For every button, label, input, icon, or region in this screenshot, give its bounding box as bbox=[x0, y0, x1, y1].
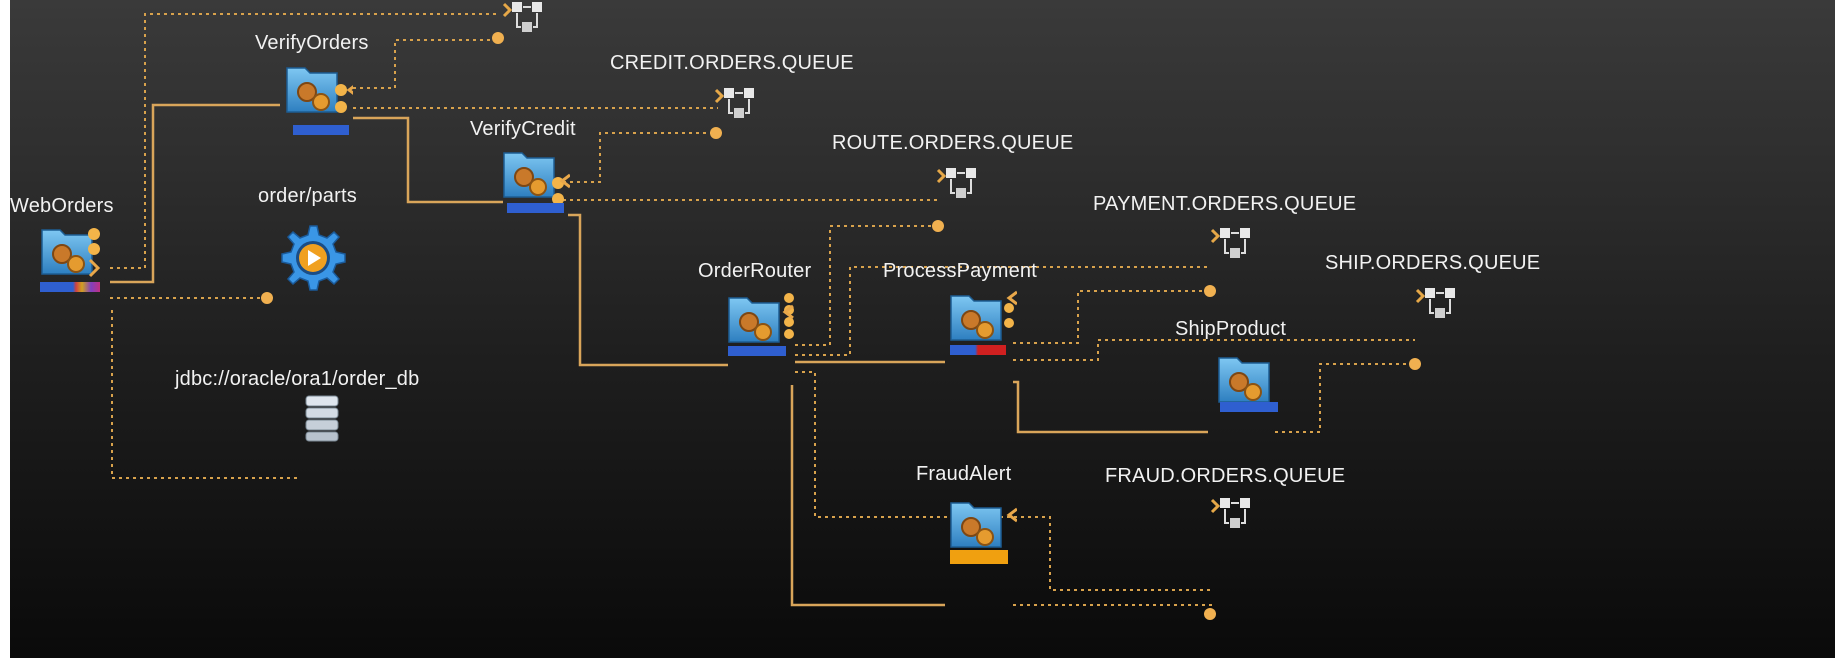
status-bar-verifyorders bbox=[293, 125, 349, 135]
wire-processpayment-paymentqueue-in[interactable] bbox=[1013, 290, 1215, 344]
wire-verifycredit-creditqueue-in[interactable] bbox=[563, 132, 720, 183]
wire-orderrouter-fraudqueue[interactable] bbox=[795, 371, 1210, 591]
gear-play-icon[interactable] bbox=[275, 220, 351, 296]
wire-weborders-database[interactable] bbox=[111, 310, 300, 479]
label-shipproduct: ShipProduct bbox=[1175, 318, 1287, 340]
diagram-stage: WebOrders VerifyOrders bbox=[10, 0, 1835, 658]
label-verifycredit: VerifyCredit bbox=[470, 118, 576, 140]
queue-icon-ship[interactable] bbox=[1415, 280, 1463, 328]
label-credit-queue: CREDIT.ORDERS.QUEUE bbox=[610, 52, 854, 74]
label-processpayment: ProcessPayment bbox=[883, 260, 1037, 282]
wire-orderrouter-routequeue-in[interactable] bbox=[795, 225, 938, 346]
wire-verifycredit-orderrouter[interactable] bbox=[568, 213, 728, 367]
status-bar-processpayment bbox=[950, 345, 1006, 355]
label-weborders: WebOrders bbox=[10, 195, 114, 217]
status-bar-verifycredit bbox=[507, 203, 564, 213]
label-route-queue: ROUTE.ORDERS.QUEUE bbox=[832, 132, 1074, 154]
wire-verifyorders-verifycredit[interactable] bbox=[353, 116, 503, 204]
wire-verifyorders-topqueue-in[interactable] bbox=[353, 39, 495, 89]
service-shipproduct[interactable] bbox=[1215, 350, 1285, 420]
service-weborders[interactable] bbox=[38, 222, 108, 292]
connection-wires bbox=[110, 13, 1421, 620]
status-bar-shipproduct bbox=[1220, 402, 1278, 412]
queue-icon-fraud[interactable] bbox=[1210, 490, 1258, 538]
wire-processpayment-shipproduct[interactable] bbox=[1013, 380, 1208, 434]
label-verifyorders: VerifyOrders bbox=[255, 32, 369, 54]
queue-icon-payment[interactable] bbox=[1210, 220, 1258, 268]
service-orderrouter[interactable] bbox=[725, 290, 795, 360]
label-database: jdbc://oracle/ora1/order_db bbox=[175, 368, 420, 390]
label-fraudalert: FraudAlert bbox=[916, 463, 1012, 485]
label-orderrouter: OrderRouter bbox=[698, 260, 812, 282]
wire-weborders-topqueue[interactable] bbox=[110, 13, 500, 269]
label-ship-queue: SHIP.ORDERS.QUEUE bbox=[1325, 252, 1541, 274]
service-processpayment[interactable] bbox=[947, 288, 1017, 358]
label-order-parts: order/parts bbox=[258, 185, 357, 207]
queue-icon-top[interactable] bbox=[502, 0, 550, 42]
wire-shipproduct-shipqueue-in[interactable] bbox=[1275, 363, 1420, 433]
service-verifycredit[interactable] bbox=[500, 145, 570, 215]
status-bar-weborders bbox=[40, 282, 100, 292]
status-bar-fraudalert bbox=[950, 550, 1008, 564]
label-payment-queue: PAYMENT.ORDERS.QUEUE bbox=[1093, 193, 1357, 215]
status-bar-orderrouter bbox=[728, 346, 786, 356]
label-fraud-queue: FRAUD.ORDERS.QUEUE bbox=[1105, 465, 1346, 487]
service-fraudalert[interactable] bbox=[947, 495, 1017, 565]
database-icon[interactable] bbox=[300, 392, 344, 444]
service-verifyorders[interactable] bbox=[283, 60, 353, 130]
wire-processpayment-shipqueue[interactable] bbox=[1013, 339, 1415, 361]
queue-icon-route[interactable] bbox=[936, 160, 984, 208]
wire-orderrouter-paymentqueue[interactable] bbox=[795, 266, 1210, 356]
wire-orderrouter-fraudalert[interactable] bbox=[790, 385, 945, 607]
queue-icon-credit[interactable] bbox=[714, 80, 762, 128]
wire-weborders-verifyorders[interactable] bbox=[110, 103, 280, 284]
